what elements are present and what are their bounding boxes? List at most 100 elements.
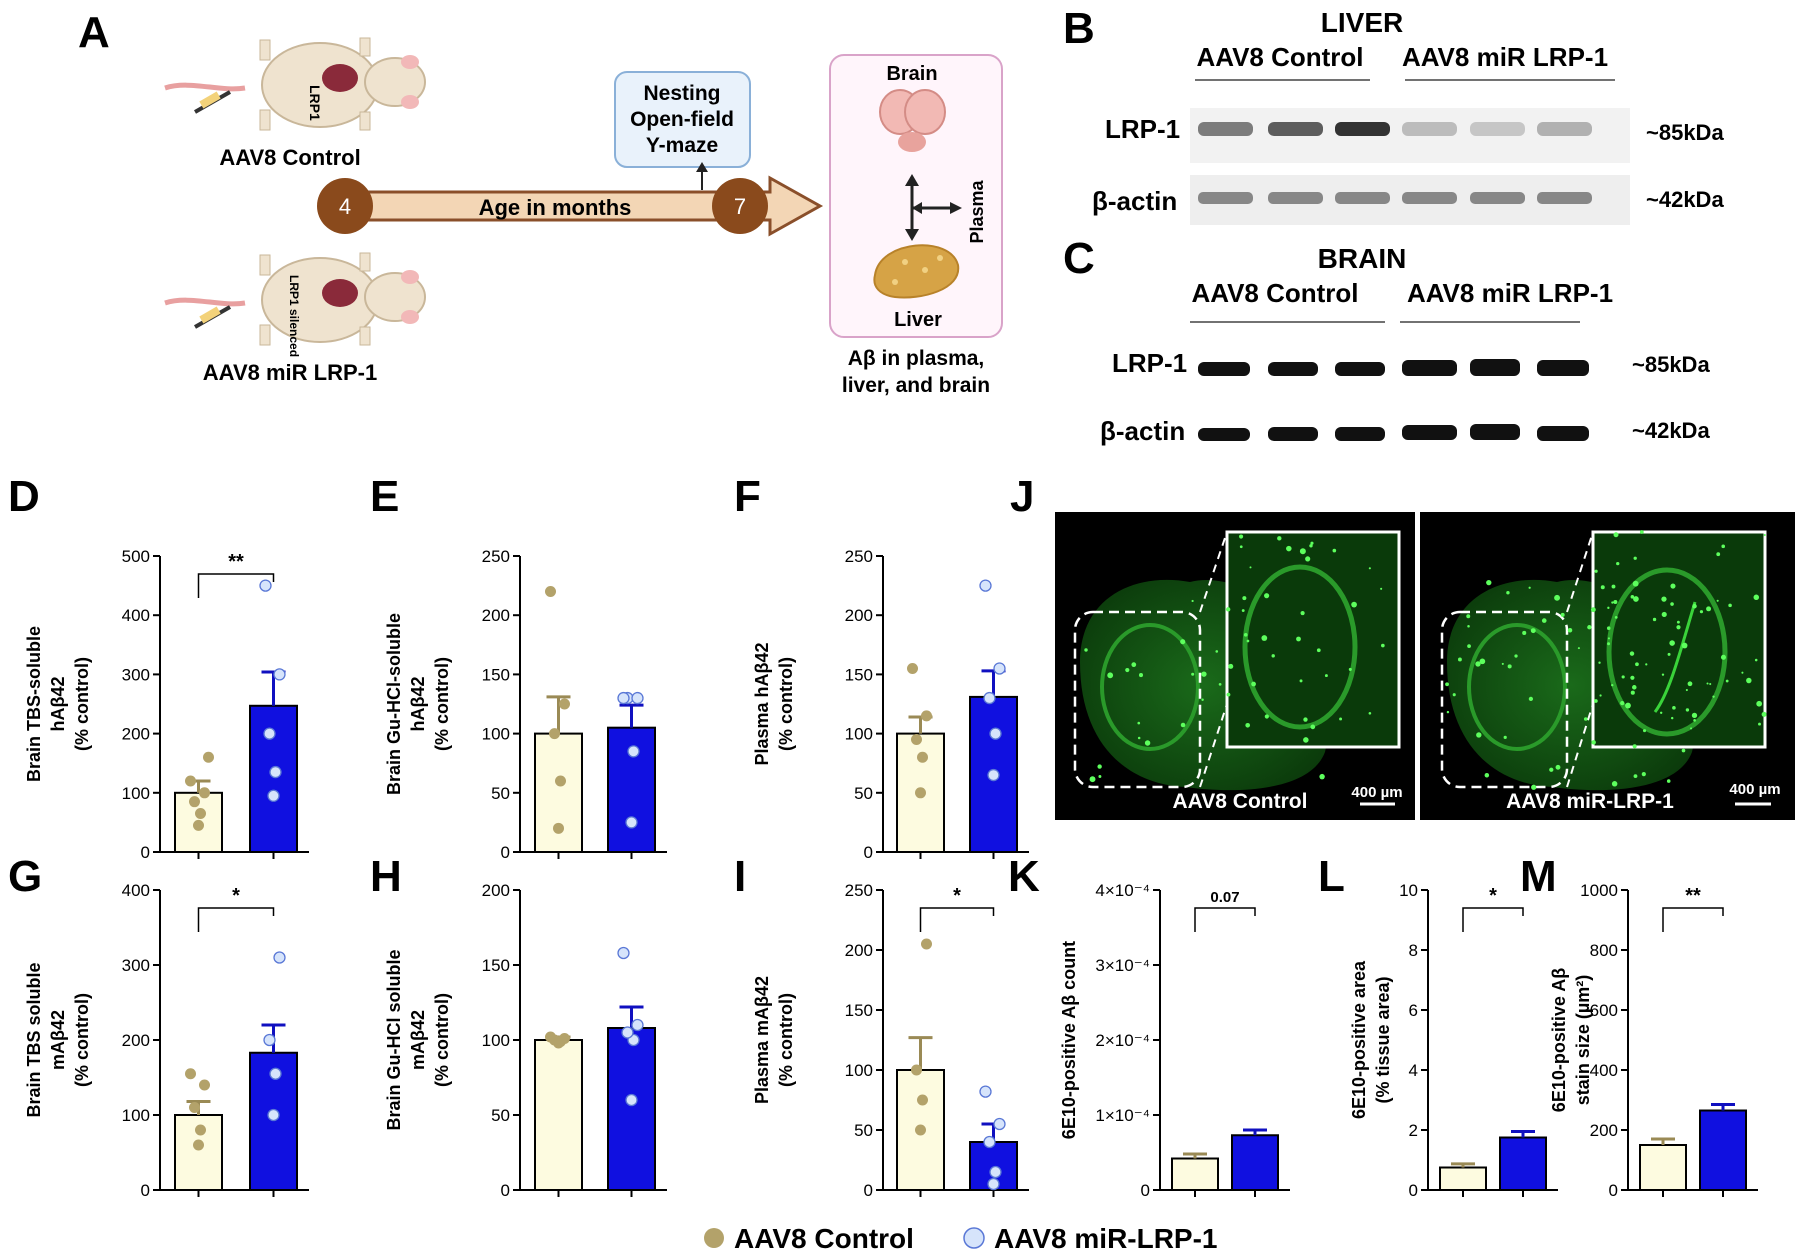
plaque-dot xyxy=(1756,700,1763,707)
y-axis-label: 6E10-positive Aβ xyxy=(1549,968,1569,1112)
blot-liver-group2: AAV8 miR LRP-1 xyxy=(1402,42,1608,72)
y-axis-label: Brain Gu-HCl soluble xyxy=(384,949,404,1130)
plaque-dot xyxy=(1687,681,1693,687)
plaque-dot xyxy=(1486,579,1492,586)
plaque-dot xyxy=(1445,682,1449,687)
y-tick-label: 0 xyxy=(1609,1181,1618,1200)
plaque-dot xyxy=(1669,640,1675,646)
data-point-treated xyxy=(625,816,638,829)
data-point-treated xyxy=(979,579,992,592)
plaque-dot xyxy=(1191,672,1195,676)
end-age-marker xyxy=(712,178,768,234)
plaque-dot xyxy=(1201,671,1207,677)
data-point-control xyxy=(199,1079,210,1091)
blot-liver-lrp1-band xyxy=(1402,122,1457,136)
y-tick-label: 150 xyxy=(845,665,873,684)
start-age-marker xyxy=(317,178,373,234)
blot-brain-group1: AAV8 Control xyxy=(1191,278,1358,308)
significance-label: ** xyxy=(228,551,244,573)
y-axis-label: (% control) xyxy=(72,657,92,751)
test-item: Y-maze xyxy=(646,134,718,157)
plaque-dot xyxy=(1676,620,1680,624)
plaque-dot xyxy=(1144,740,1151,746)
blot-liver-actin-band xyxy=(1402,192,1457,204)
y-tick-label: 200 xyxy=(1590,1121,1618,1140)
plaque-dot xyxy=(1670,583,1676,589)
y-tick-label: 100 xyxy=(845,1061,873,1080)
y-tick-label: 150 xyxy=(482,956,510,975)
blot-liver-lrp1-band xyxy=(1268,122,1323,136)
data-point-treated xyxy=(983,1135,996,1149)
legend-treated-marker xyxy=(963,1227,985,1249)
bar-treated xyxy=(1231,1134,1279,1191)
y-tick-label: 1000 xyxy=(1580,881,1618,900)
plaque-dot xyxy=(1661,611,1667,618)
blot-liver-size1: ~85kDa xyxy=(1646,120,1724,145)
blot-liver-row2: β-actin xyxy=(1092,186,1177,216)
plaque-dot xyxy=(1467,644,1471,648)
plaque-dot xyxy=(1716,552,1721,557)
plaque-dot xyxy=(1286,545,1292,552)
plaque-dot xyxy=(1549,767,1554,772)
plaque-dot xyxy=(1381,643,1385,648)
plaque-dot xyxy=(1616,561,1620,566)
plaque-dot xyxy=(1607,642,1611,646)
plaque-dot xyxy=(1611,584,1616,589)
plaque-dot xyxy=(1097,764,1102,769)
data-point-treated xyxy=(987,1177,1000,1191)
significance-label: * xyxy=(1489,885,1497,907)
plaque-dot xyxy=(1191,599,1194,603)
blot-liver-actin-band xyxy=(1470,192,1525,204)
blot-liver-lrp1-band xyxy=(1335,122,1390,136)
blot-liver-lrp1-band xyxy=(1198,122,1253,136)
plaque-dot xyxy=(1249,566,1252,569)
y-tick-label: 0 xyxy=(1141,1181,1150,1200)
data-point-control xyxy=(199,787,210,799)
plaque-dot xyxy=(1685,688,1688,692)
plaque-dot xyxy=(1303,737,1309,743)
data-point-control xyxy=(559,698,570,710)
mouse-bottom-organ: LRP1 silenced xyxy=(287,275,301,357)
plaque-dot xyxy=(1530,628,1536,634)
plaque-dot xyxy=(1629,651,1635,656)
y-tick-label: 150 xyxy=(482,665,510,684)
plaque-dot xyxy=(1506,591,1510,595)
plaque-dot xyxy=(1720,654,1727,660)
inset-region-right xyxy=(1440,610,1569,789)
micrograph-panel-j: AAV8 Control 400 µm AAV8 miR-LRP-1 400 µ… xyxy=(1055,512,1795,820)
data-point-control xyxy=(203,751,214,763)
y-tick-label: 400 xyxy=(122,881,150,900)
plaque-dot xyxy=(1630,595,1635,599)
y-axis-label: (% control) xyxy=(776,993,796,1087)
plaque-dot xyxy=(1264,593,1270,599)
bar-treated xyxy=(1499,1136,1547,1191)
plaque-dot xyxy=(1137,721,1141,725)
plaque-dot xyxy=(1594,699,1598,703)
start-age: 4 xyxy=(339,194,351,219)
data-point-treated xyxy=(263,1033,276,1047)
plaque-dot xyxy=(1089,776,1096,783)
plaque-dot xyxy=(1479,658,1486,665)
blot-liver-lrp1-band xyxy=(1470,122,1525,136)
plaque-dot xyxy=(1277,536,1282,541)
plaque-dot xyxy=(1633,596,1639,602)
blot-liver-title: LIVER xyxy=(1321,7,1403,38)
blot-brain-row1: LRP-1 xyxy=(1112,348,1187,378)
y-axis-label: Plasma hAβ42 xyxy=(752,642,772,765)
significance-label: * xyxy=(953,885,961,907)
plaque-dot xyxy=(1251,681,1256,687)
plaque-dot xyxy=(1299,679,1303,683)
panel-letter-l: L xyxy=(1318,852,1345,901)
plaque-dot xyxy=(1583,717,1588,721)
plaque-dot xyxy=(1332,548,1337,553)
blot-brain-lrp1-bands xyxy=(1198,359,1589,376)
plaque-dot xyxy=(1138,673,1144,678)
plaque-dot xyxy=(1611,683,1614,687)
plaque-dot xyxy=(1125,667,1130,673)
plaque-dot xyxy=(1241,609,1245,613)
panel-letter-b: B xyxy=(1063,4,1095,53)
plaque-dot xyxy=(1712,695,1715,698)
plaque-dot xyxy=(1741,671,1744,674)
data-point-control xyxy=(911,734,922,746)
